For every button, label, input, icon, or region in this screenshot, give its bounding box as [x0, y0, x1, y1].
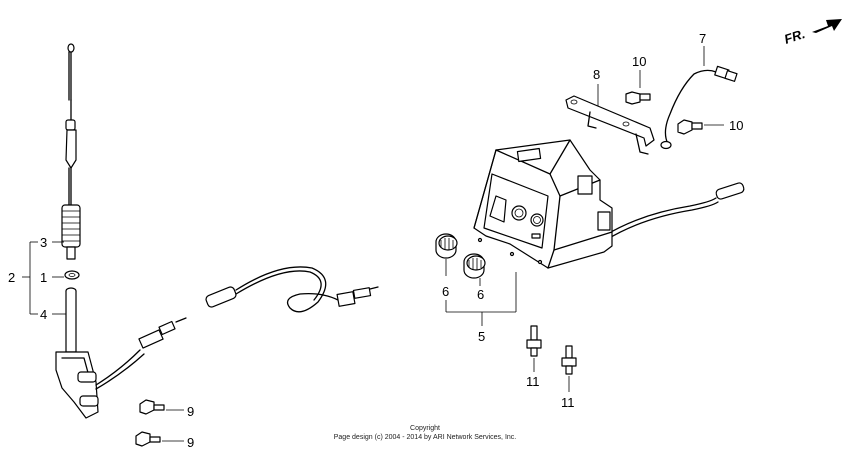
callout-6-left: 6: [442, 284, 449, 299]
copyright-line-2: Page design (c) 2004 - 2014 by ARI Netwo…: [334, 434, 517, 441]
callout-3: 3: [40, 235, 47, 250]
callout-10-upper: 10: [632, 54, 646, 69]
ground-wire: [660, 65, 738, 150]
callout-leaders-1-4: [22, 241, 66, 315]
antenna-mast: [61, 43, 81, 260]
antenna-base: [55, 287, 145, 419]
callout-2: 2: [8, 270, 15, 285]
callout-9-lower: 9: [187, 435, 194, 450]
callout-6-right: 6: [477, 287, 484, 302]
copyright-line-1: Copyright: [410, 425, 440, 432]
bolt-right: [677, 119, 703, 135]
antenna-washer: [64, 270, 80, 280]
callout-8: 8: [593, 67, 600, 82]
mounting-bracket: [565, 95, 655, 155]
callout-leaders-5-6: [445, 259, 517, 326]
control-knob-right: [463, 253, 486, 279]
radio-unit: [473, 139, 745, 269]
mount-screw-upper: [139, 399, 165, 415]
control-knob-left: [435, 233, 458, 259]
callout-5: 5: [478, 329, 485, 344]
callout-11-left: 11: [526, 374, 540, 389]
callout-4: 4: [40, 307, 47, 322]
callout-11-right: 11: [561, 395, 575, 410]
mounting-stud-right: [561, 345, 577, 375]
antenna-cable: [138, 266, 379, 349]
mounting-stud-left: [526, 325, 542, 357]
bolt-upper: [625, 91, 651, 105]
callout-1: 1: [40, 270, 47, 285]
callout-10-right: 10: [729, 118, 743, 133]
front-direction-indicator: FR.: [782, 19, 842, 47]
mount-screw-lower: [135, 431, 161, 447]
direction-label: FR.: [782, 26, 807, 47]
front-arrow-icon: [812, 19, 842, 33]
callout-9-upper: 9: [187, 404, 194, 419]
callout-7: 7: [699, 31, 706, 46]
